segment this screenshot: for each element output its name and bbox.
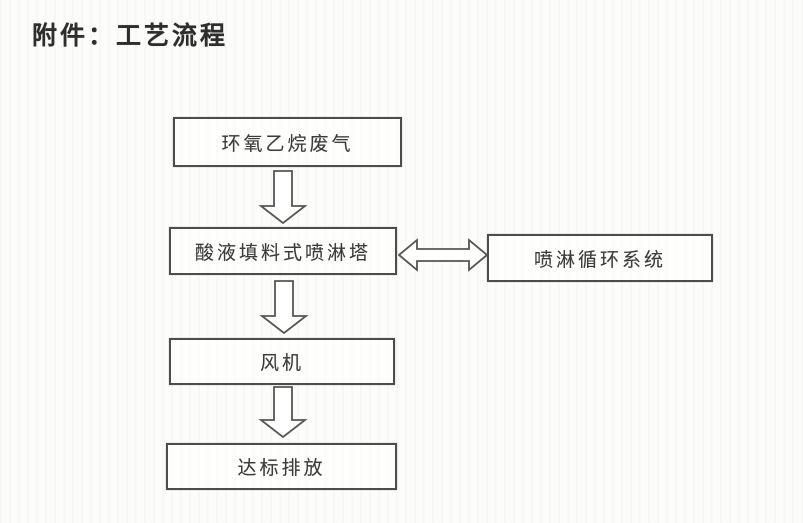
flow-node-circulation-system: 喷淋循环系统 — [487, 234, 713, 282]
flow-node-label: 风机 — [259, 353, 304, 374]
down-arrow-icon — [259, 280, 309, 334]
down-arrow-icon — [258, 170, 308, 224]
page-title: 附件：工艺流程 — [32, 23, 229, 50]
flow-node-label: 达标排放 — [237, 458, 326, 479]
flow-node-label: 酸液填料式喷淋塔 — [194, 242, 371, 264]
flow-node-label: 喷淋循环系统 — [533, 249, 666, 271]
flow-node-spray-tower: 酸液填料式喷淋塔 — [169, 227, 397, 275]
flow-node-fan: 风机 — [169, 338, 395, 385]
flow-node-discharge: 达标排放 — [166, 443, 397, 490]
double-headed-arrow-icon — [398, 238, 488, 272]
flow-node-waste-gas: 环氧乙烷废气 — [173, 117, 402, 167]
down-arrow-icon — [258, 386, 308, 438]
flow-node-label: 环氧乙烷废气 — [221, 133, 354, 155]
